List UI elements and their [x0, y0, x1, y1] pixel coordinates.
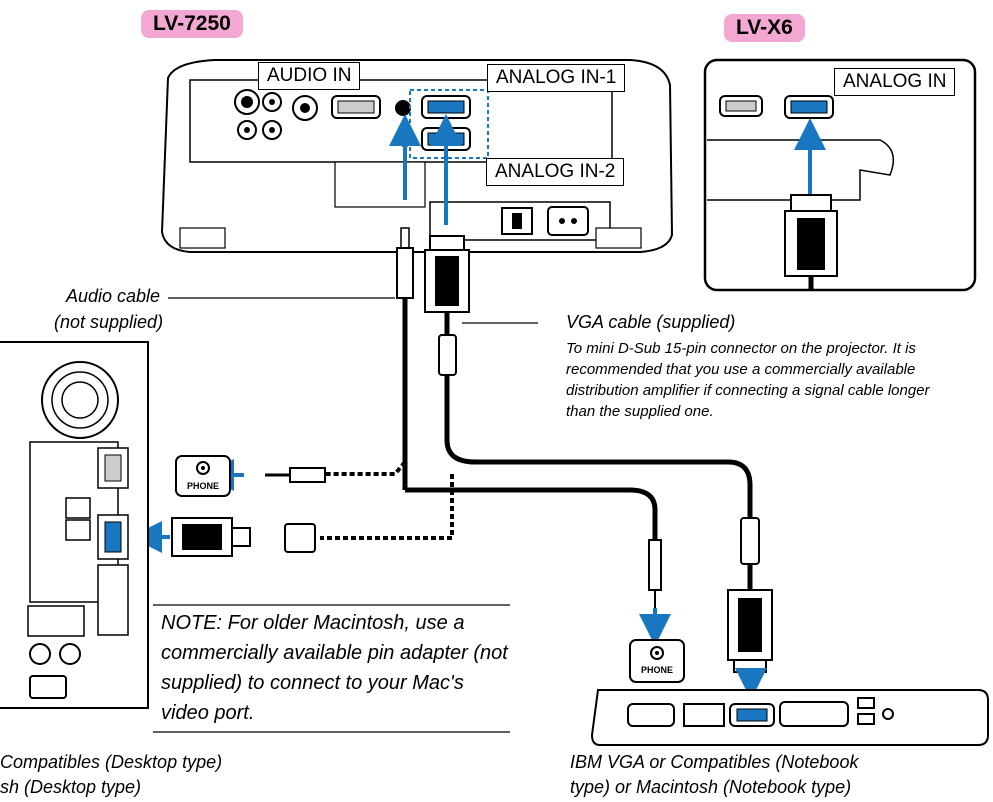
- notebook-caption-line2: type) or Macintosh (Notebook type): [570, 777, 852, 797]
- model-label-lv7250: LV-7250: [141, 10, 243, 38]
- port-label-analog-in: ANALOG IN: [834, 68, 956, 96]
- projector-lvx6: [703, 58, 977, 292]
- desktop-caption-line1: Compatibles (Desktop type): [0, 752, 223, 772]
- notebook-computer: [590, 689, 989, 746]
- phone-label-desktop: PHONE: [186, 481, 219, 491]
- audio-cable-title: Audio cable: [66, 286, 161, 306]
- audio-cable-sub: (not supplied): [54, 312, 164, 332]
- notebook-plugs: [639, 539, 773, 700]
- model-label-lvx6: LV-X6: [724, 14, 805, 42]
- desktop-computer: [0, 341, 149, 709]
- port-label-analog-in-1: ANALOG IN-1: [487, 64, 626, 92]
- cables: [168, 114, 760, 590]
- projector-lv7250: [160, 59, 674, 253]
- desktop-plugs: [130, 459, 326, 557]
- desktop-caption-line2: sh (Desktop type): [0, 777, 142, 797]
- port-label-audio-in: AUDIO IN: [258, 62, 361, 90]
- phone-label-notebook: PHONE: [640, 665, 673, 675]
- vga-cable-description: To mini D-Sub 15-pin connector on the pr…: [566, 340, 930, 420]
- vga-cable-title: VGA cable (supplied): [566, 312, 736, 332]
- phone-jack-notebook: [629, 639, 685, 683]
- port-label-analog-in-2: ANALOG IN-2: [486, 158, 625, 186]
- phone-jack-desktop: [175, 455, 231, 497]
- macintosh-note: NOTE: For older Macintosh, use a commerc…: [161, 612, 508, 724]
- notebook-caption-line1: IBM VGA or Compatibles (Notebook: [570, 752, 859, 772]
